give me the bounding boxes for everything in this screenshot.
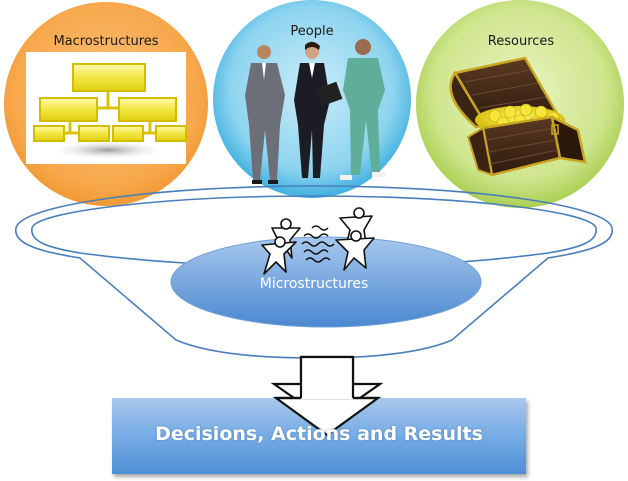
people-circle (213, 0, 411, 198)
microstructures-ellipse (170, 236, 482, 328)
resources-circle (416, 0, 624, 208)
results-label: Decisions, Actions and Results (155, 423, 483, 445)
interacting-people-icon (261, 207, 375, 275)
people-label: People (290, 24, 334, 39)
macrostructures-label: Macrostructures (53, 34, 159, 49)
people-icon (245, 39, 386, 184)
wave-lines-icon (301, 225, 335, 263)
down-arrow-shaft (301, 357, 353, 399)
microstructures-label: Microstructures (259, 276, 369, 292)
resources-label: Resources (487, 34, 555, 49)
treasure-chest-icon (449, 56, 587, 177)
org-chart-icon (33, 63, 187, 160)
macrostructures-circle (4, 2, 208, 206)
